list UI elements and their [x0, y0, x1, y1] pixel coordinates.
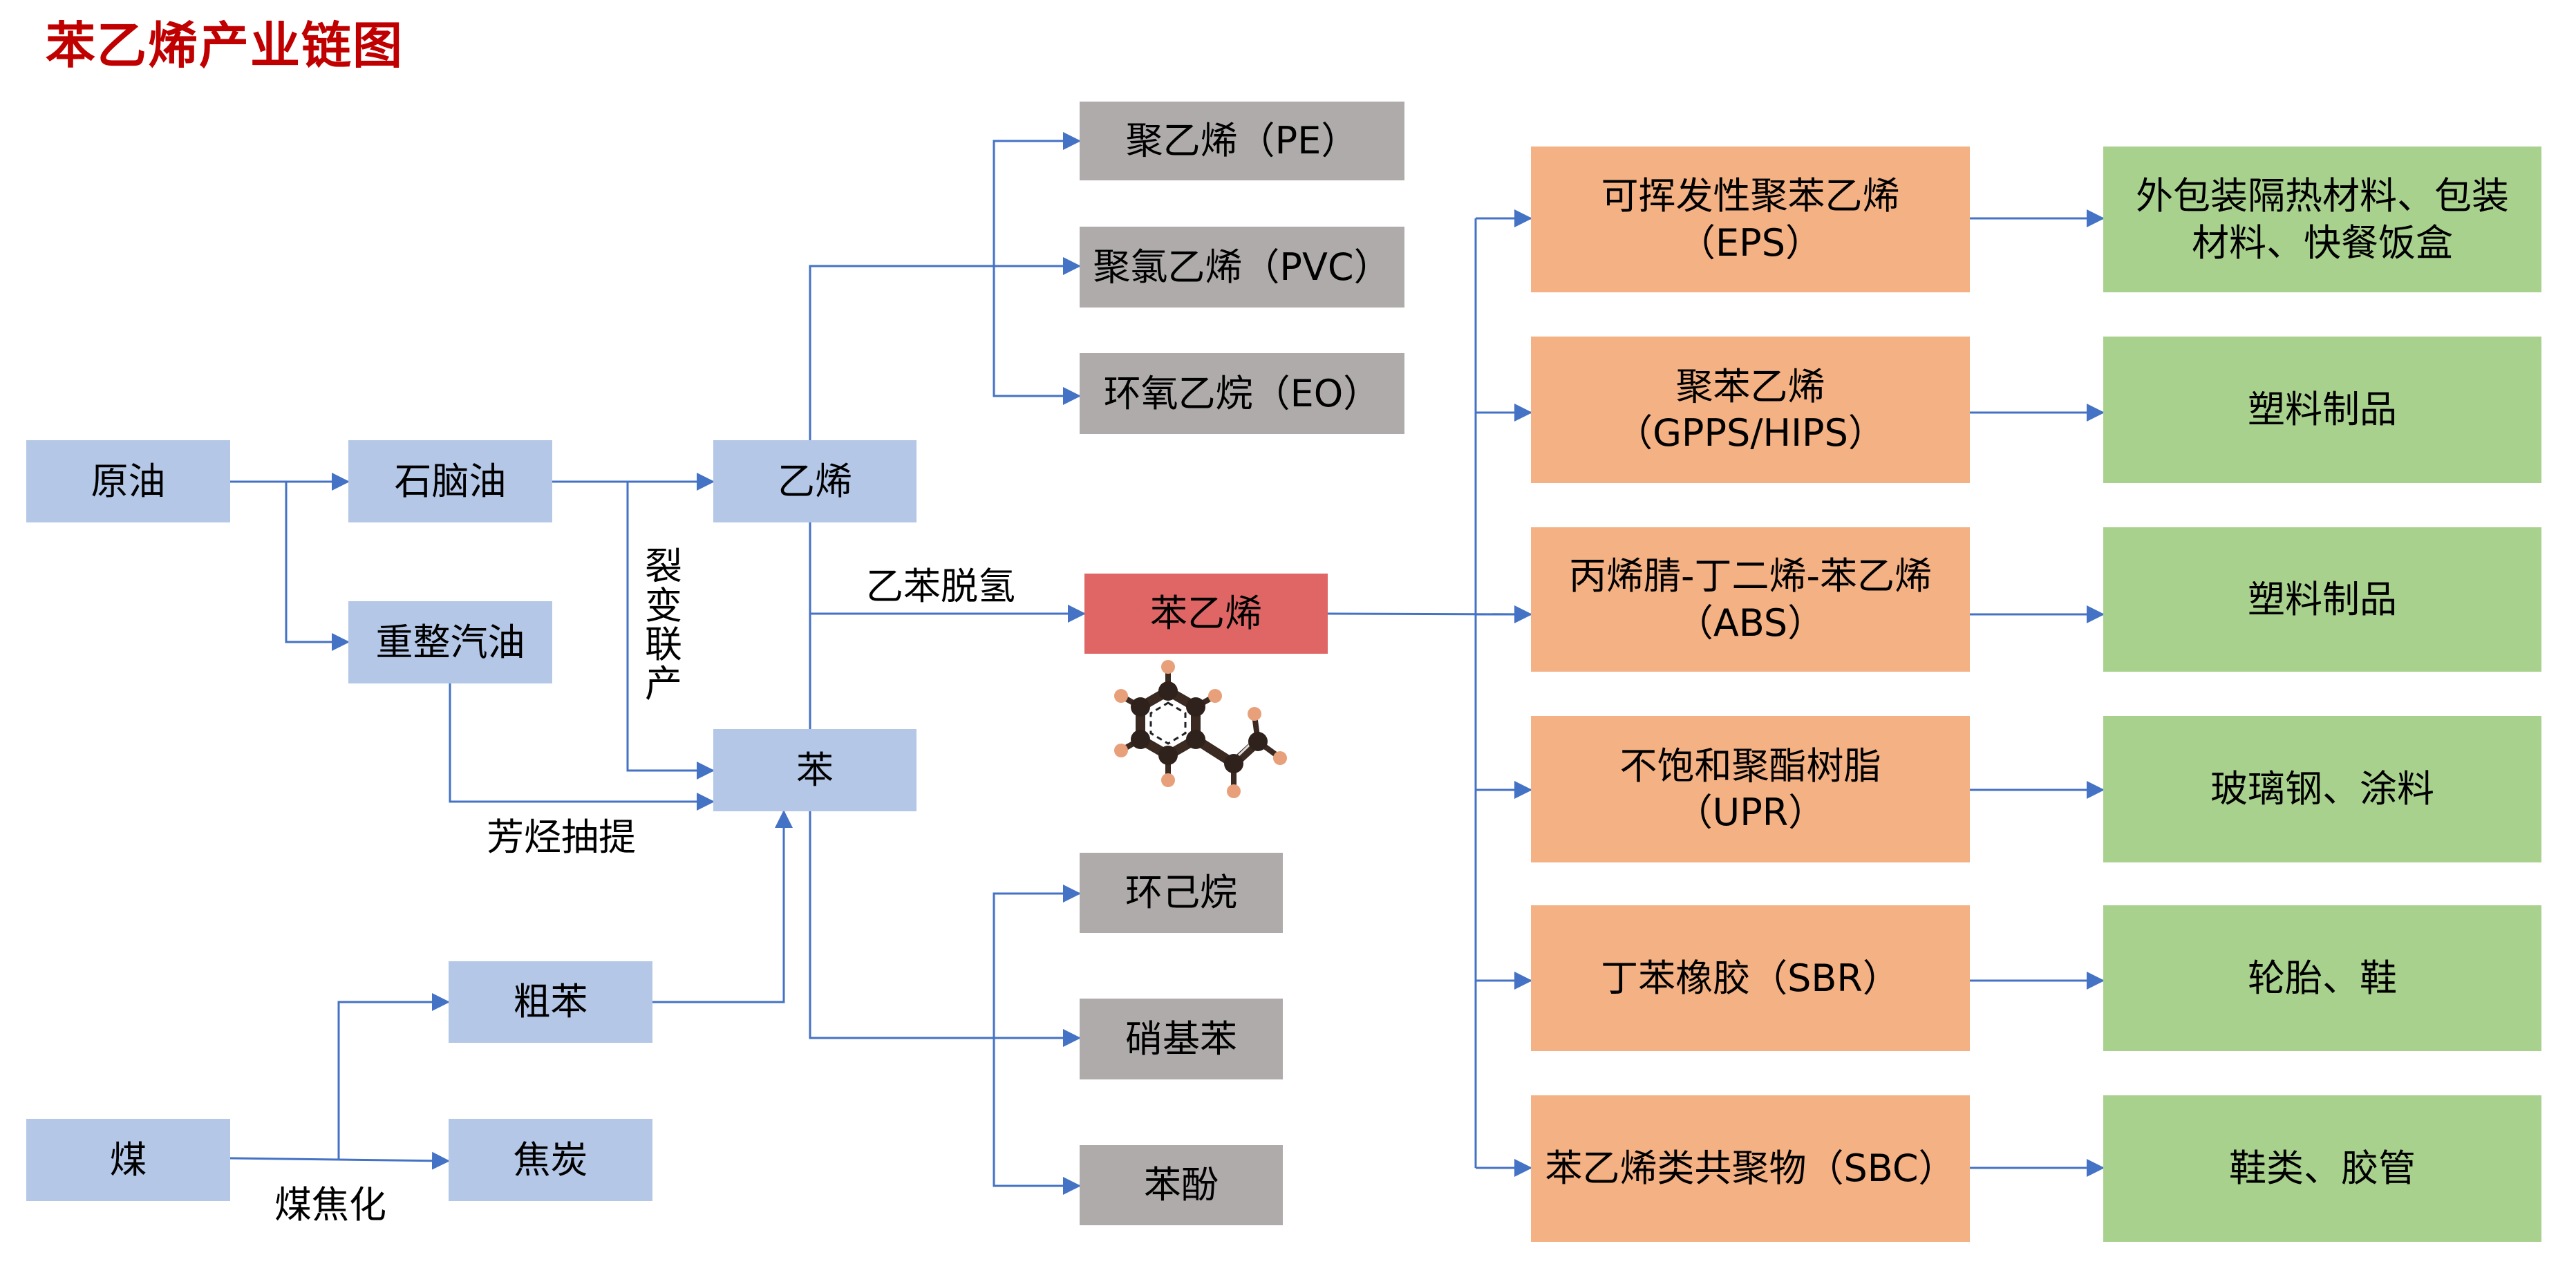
label-cracking: 裂变联产 — [645, 545, 682, 706]
node-polyethylene: 聚乙烯（PE） — [1080, 102, 1404, 180]
application-box-4: 轮胎、鞋 — [2103, 905, 2541, 1051]
arrow-crudebenzene-to-benzene — [652, 810, 793, 1003]
product-abbreviation: （ABS） — [1675, 601, 1825, 645]
downstream-product-box-3: 不饱和聚酯树脂 （UPR） — [1531, 716, 1970, 862]
application-text: 塑料制品 — [2248, 577, 2397, 621]
downstream-product-box-5: 苯乙烯类共聚物（SBC） — [1531, 1095, 1970, 1242]
node-naphtha: 石脑油 — [348, 440, 552, 522]
application-text: 鞋类、胶管 — [2229, 1146, 2416, 1191]
arrow-bus-to-phenol — [993, 1038, 1081, 1195]
node-phenol: 苯酚 — [1080, 1145, 1283, 1225]
node-cyclohexane: 环己烷 — [1080, 853, 1283, 933]
application-box-3: 玻璃钢、涂料 — [2103, 716, 2541, 862]
downstream-product-box-0: 可挥发性聚苯乙烯 （EPS） — [1531, 147, 1970, 292]
downstream-product-box-1: 聚苯乙烯 （GPPS/HIPS） — [1531, 337, 1970, 483]
application-text: 玻璃钢、涂料 — [2210, 767, 2434, 811]
node-nitrobenzene: 硝基苯 — [1080, 999, 1283, 1079]
arrow-reformate-to-benzene — [449, 683, 715, 811]
product-abbreviation: （UPR） — [1675, 791, 1826, 834]
node-coal: 煤 — [26, 1119, 230, 1201]
arrow-bus-to-cyclohexane — [993, 885, 1081, 1038]
application-text: 外包装隔热材料、包装材料、快餐饭盒 — [2136, 174, 2509, 265]
arrow-benzene-to-nitrobenzene — [809, 811, 1081, 1047]
node-coke: 焦炭 — [449, 1119, 652, 1201]
product-name: 苯乙烯类共聚物（SBC） — [1545, 1146, 1956, 1191]
product-name: 聚苯乙烯 — [1675, 364, 1825, 408]
downstream-product-box-2: 丙烯腈-丁二烯-苯乙烯 （ABS） — [1531, 527, 1970, 672]
application-box-5: 鞋类、胶管 — [2103, 1095, 2541, 1242]
page-title: 苯乙烯产业链图 — [46, 17, 404, 75]
product-abbreviation: （GPPS/HIPS） — [1615, 411, 1886, 455]
arrow-coal-to-crudebenzene — [337, 993, 450, 1160]
application-box-2: 塑料制品 — [2103, 527, 2541, 672]
node-crude-benzene: 粗苯 — [449, 961, 652, 1043]
node-ethylene-oxide: 环氧乙烷（EO） — [1080, 353, 1404, 434]
product-name: 丁苯橡胶（SBR） — [1601, 956, 1900, 1000]
node-reformate: 重整汽油 — [348, 601, 552, 683]
node-pvc: 聚氯乙烯（PVC） — [1080, 227, 1404, 308]
product-name: 丙烯腈-丁二烯-苯乙烯 — [1569, 554, 1932, 598]
node-styrene: 苯乙烯 — [1084, 574, 1328, 654]
product-name: 不饱和聚酯树脂 — [1619, 744, 1881, 788]
label-aromatics-extraction: 芳烃抽提 — [487, 815, 636, 859]
product-abbreviation: （EPS） — [1678, 220, 1823, 265]
application-box-1: 塑料制品 — [2103, 337, 2541, 483]
arrow-crude-to-reformate — [285, 482, 350, 651]
node-ethylene: 乙烯 — [713, 440, 916, 522]
arrow-bus-to-pe — [993, 132, 1081, 266]
application-text: 轮胎、鞋 — [2248, 956, 2397, 1000]
styrene-molecule-icon — [1114, 660, 1287, 798]
node-crude-oil: 原油 — [26, 440, 230, 522]
downstream-product-box-4: 丁苯橡胶（SBR） — [1531, 905, 1970, 1051]
arrow-ethylene-to-pvc — [809, 257, 1081, 440]
arrow-bus-to-eo — [993, 266, 1081, 405]
product-name: 可挥发性聚苯乙烯 — [1601, 174, 1900, 218]
label-ethylbenzene-dehydrogenation: 乙苯脱氢 — [866, 565, 1015, 608]
node-benzene: 苯 — [713, 729, 916, 811]
application-text: 塑料制品 — [2248, 388, 2397, 432]
application-box-0: 外包装隔热材料、包装材料、快餐饭盒 — [2103, 147, 2541, 292]
label-coal-coking: 煤焦化 — [274, 1183, 386, 1227]
arrow-naphtha-to-benzene — [626, 482, 715, 780]
